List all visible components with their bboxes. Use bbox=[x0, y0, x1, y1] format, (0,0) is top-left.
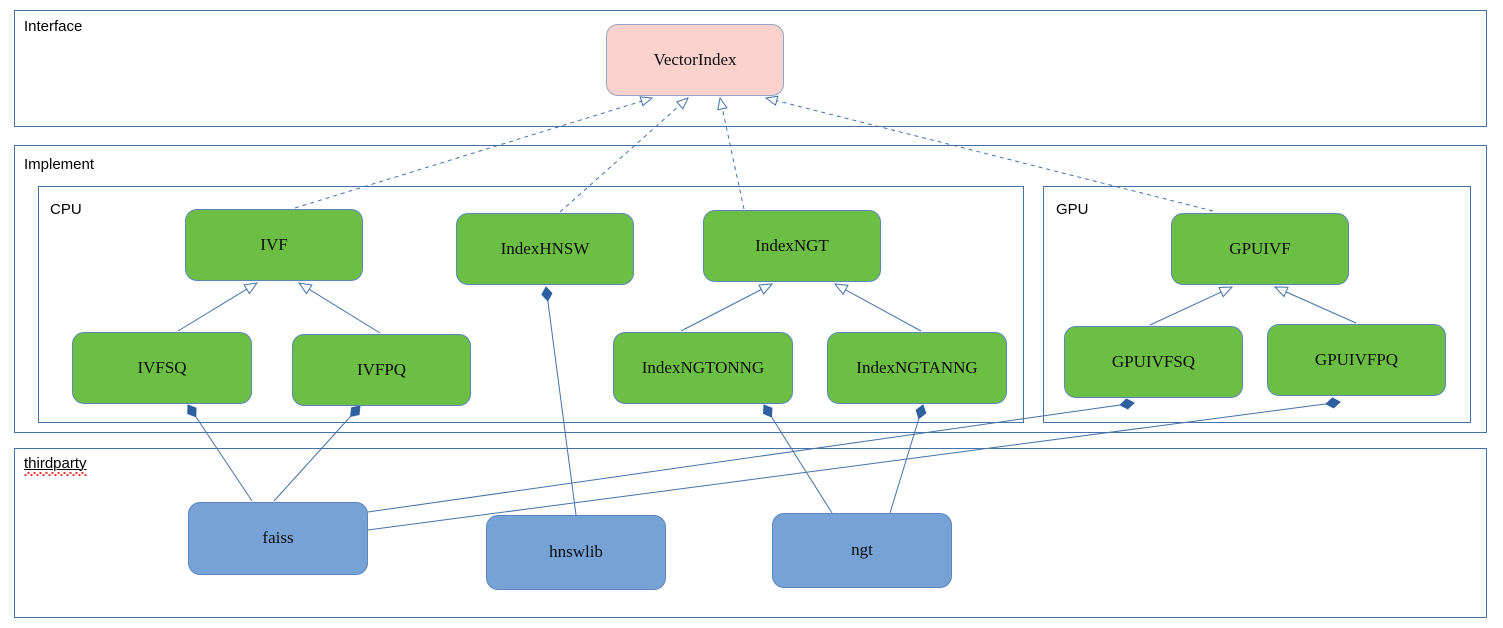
node-ivf[interactable]: IVF bbox=[185, 209, 363, 281]
node-gpuivfpq[interactable]: GPUIVFPQ bbox=[1267, 324, 1446, 396]
group-label-gpu: GPU bbox=[1056, 201, 1089, 218]
node-hnswlib[interactable]: hnswlib bbox=[486, 515, 666, 590]
node-ngt[interactable]: ngt bbox=[772, 513, 952, 588]
group-label-thirdparty: thirdparty bbox=[24, 455, 87, 476]
node-indexngtonng[interactable]: IndexNGTONNG bbox=[613, 332, 793, 404]
node-faiss[interactable]: faiss bbox=[188, 502, 368, 575]
group-label-interface: Interface bbox=[24, 18, 83, 35]
node-indexngt[interactable]: IndexNGT bbox=[703, 210, 881, 282]
group-box-interface bbox=[14, 10, 1487, 127]
node-vectorindex[interactable]: VectorIndex bbox=[606, 24, 784, 96]
group-label-cpu: CPU bbox=[50, 201, 82, 218]
node-indexngtanng[interactable]: IndexNGTANNG bbox=[827, 332, 1007, 404]
node-indexhnsw[interactable]: IndexHNSW bbox=[456, 213, 634, 285]
node-gpuivfsq[interactable]: GPUIVFSQ bbox=[1064, 326, 1243, 398]
group-label-implement: Implement bbox=[24, 156, 95, 173]
node-gpuivf[interactable]: GPUIVF bbox=[1171, 213, 1349, 285]
node-ivfpq[interactable]: IVFPQ bbox=[292, 334, 471, 406]
node-ivfsq[interactable]: IVFSQ bbox=[72, 332, 252, 404]
